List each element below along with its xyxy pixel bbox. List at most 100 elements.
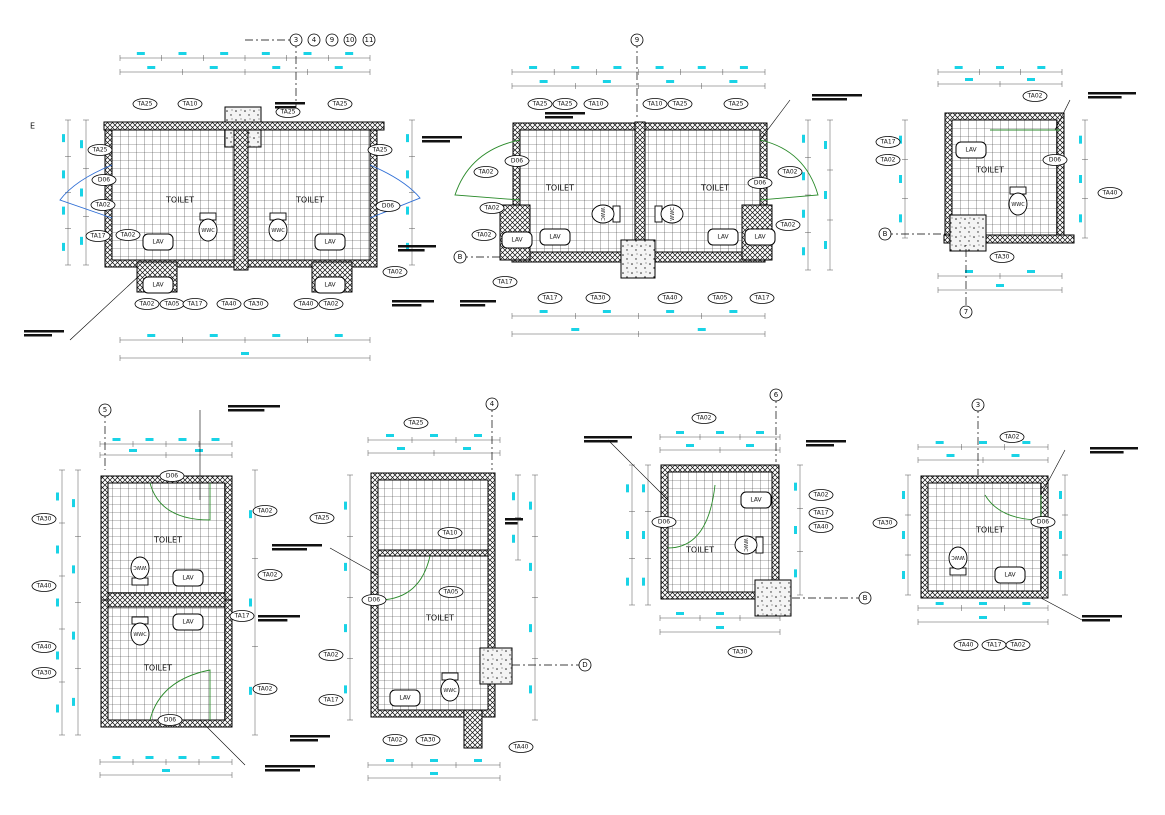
tag-label: TA30: [420, 737, 436, 744]
note-text-bar: [422, 140, 450, 143]
dimension-value: [1037, 66, 1046, 69]
dimension-value: [996, 284, 1004, 287]
tag-bubble: [808, 521, 834, 533]
water-closet: WWC: [440, 672, 460, 702]
tag-label: TA17: [90, 233, 106, 240]
dimension-value: [241, 352, 249, 355]
tag-bubble: [747, 177, 773, 189]
note-text-bar: [24, 334, 52, 337]
tag-bubble: [583, 98, 609, 110]
dimension-value: [406, 170, 409, 179]
dimension-value: [602, 80, 611, 83]
water-closet: WWC: [130, 556, 150, 586]
tag-label: D06: [1037, 519, 1049, 526]
tag-bubble: [252, 683, 278, 695]
tiled-floor: [107, 482, 226, 594]
tag-label: TA10: [588, 101, 604, 108]
water-closet: WWC: [948, 546, 968, 576]
tag-label: TA25: [372, 147, 388, 154]
grid-bubble: [578, 658, 592, 672]
grid-label: B: [863, 594, 868, 602]
tag-bubble: [31, 641, 57, 653]
dimension-value: [529, 562, 532, 571]
note-text-bar: [422, 136, 462, 139]
lavatory-label: LAV: [549, 234, 561, 241]
tag-bubble: [808, 489, 834, 501]
dimension-value: [979, 616, 987, 619]
dimension-value: [529, 501, 532, 510]
partition-wall: [233, 129, 249, 271]
dimension-value: [1079, 214, 1082, 223]
dimension-value: [899, 175, 902, 183]
wc-label: WWC: [742, 538, 748, 552]
tag-bubble: [504, 155, 530, 167]
tag-bubble: [229, 610, 255, 622]
tag-label: TA02: [1027, 93, 1043, 100]
tag-bubble: [775, 219, 801, 231]
dimension-value: [474, 759, 482, 762]
grid-label: B: [883, 230, 888, 238]
dimension-value: [178, 756, 187, 759]
wc-bowl: [948, 546, 968, 570]
tag-label: TA25: [728, 101, 744, 108]
tag-label: TA02: [478, 169, 494, 176]
tag-label: TA30: [877, 520, 893, 527]
note-text-bar: [275, 106, 296, 109]
tag-bubble: [182, 298, 208, 310]
water-closet: WWC: [591, 204, 621, 224]
wc-label: WWC: [271, 228, 285, 234]
note-text-bar: [584, 436, 632, 439]
note-text-bar: [505, 518, 523, 521]
tag-label: TA05: [164, 301, 180, 308]
tag-bubble: [31, 513, 57, 525]
dimension-value: [802, 134, 805, 143]
grid-label: E: [30, 122, 35, 131]
dimension-value: [80, 236, 83, 245]
tag-label: TA10: [182, 101, 198, 108]
dimension-value: [716, 431, 724, 434]
leader-line: [69, 274, 141, 341]
dimension-value: [209, 66, 218, 69]
note-text-bar: [584, 440, 618, 443]
tag-bubble: [585, 292, 611, 304]
dimension-value: [178, 52, 187, 55]
tag-label: TA17: [234, 613, 250, 620]
lavatory-label: LAV: [399, 695, 411, 702]
wc-bowl: [198, 218, 218, 242]
tag-label: D06: [164, 717, 176, 724]
note-text-bar: [275, 102, 305, 105]
dimension-value: [162, 769, 170, 772]
wall: [103, 121, 385, 131]
dimension-value: [935, 441, 944, 444]
tag-bubble: [749, 292, 775, 304]
grid-bubble: [343, 33, 357, 47]
grid-label: 6: [774, 391, 779, 399]
tag-bubble: [437, 527, 463, 539]
tag-label: TA02: [1004, 434, 1020, 441]
dimension-value: [211, 756, 220, 759]
tag-label: TA02: [387, 737, 403, 744]
note-text-bar: [1088, 96, 1122, 99]
dimension-value: [62, 170, 65, 179]
tag-bubble: [642, 98, 668, 110]
tag-bubble: [1042, 154, 1068, 166]
tag-label: D06: [658, 519, 670, 526]
dimension-value: [62, 206, 65, 215]
grid-bubble: [630, 33, 644, 47]
dimension-value: [80, 140, 83, 149]
grid-label: 3: [976, 401, 980, 409]
tag-bubble: [382, 266, 408, 278]
door-swing: [59, 164, 113, 219]
dimension-value: [112, 438, 121, 441]
lavatory: [314, 233, 346, 251]
dimension-value: [529, 685, 532, 694]
dimension-value: [794, 482, 797, 491]
tag-bubble: [537, 292, 563, 304]
toilet-plan-5: TOILETLAVWWC4DTA25TA25TA10TA05D06TA02TA1…: [272, 397, 592, 781]
tag-label: TA02: [696, 415, 712, 422]
dimension-value: [261, 52, 270, 55]
note-text-bar: [258, 619, 288, 622]
tag-bubble: [1005, 639, 1031, 651]
dimension-value: [272, 334, 281, 337]
grid-label: 4: [312, 36, 317, 44]
